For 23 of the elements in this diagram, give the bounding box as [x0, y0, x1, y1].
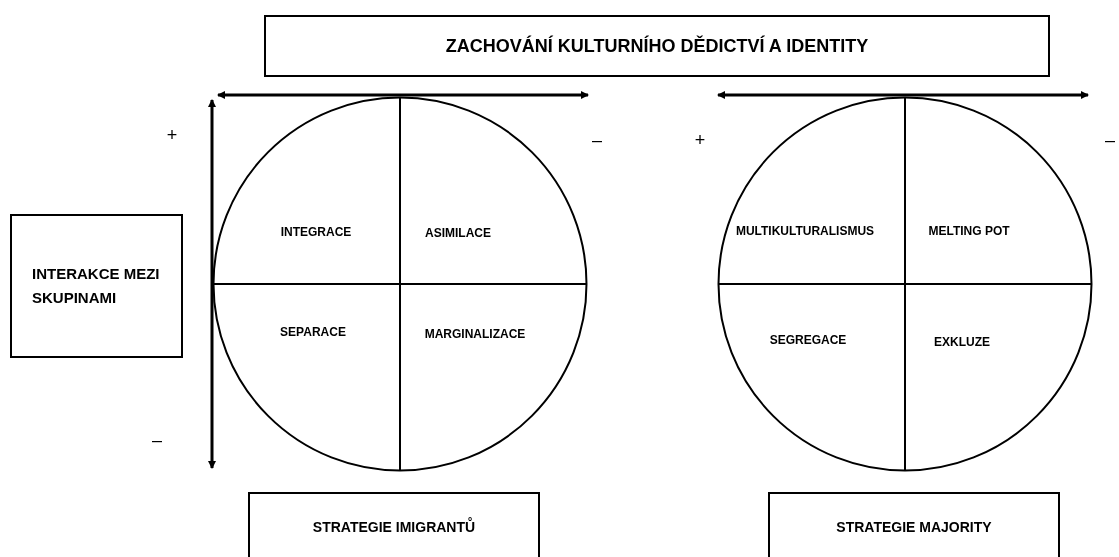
quadrant-label: ASIMILACE [425, 225, 491, 242]
text-box [10, 214, 183, 358]
text-box [768, 492, 1060, 557]
quadrant-label: MELTING POT [928, 223, 1010, 240]
text-box [264, 15, 1050, 77]
quadrant-label: SEGREGACE [769, 332, 847, 349]
sign-label: – [592, 128, 602, 152]
sign-label: + [166, 123, 178, 147]
box-label: STRATEGIE MAJORITY [836, 517, 992, 537]
quadrant-circle [717, 96, 1093, 472]
text-box [248, 492, 540, 557]
sign-label: + [694, 128, 706, 152]
box-label: INTERAKCE MEZI SKUPINAMI [32, 264, 161, 308]
sign-label: – [152, 428, 162, 452]
quadrant-label: MARGINALIZACE [424, 326, 526, 343]
box-label: STRATEGIE IMIGRANTŮ [312, 516, 476, 537]
quadrant-label: MULTIKULTURALISMUS [735, 223, 875, 240]
quadrant-label: SEPARACE [280, 324, 346, 341]
sign-label: – [1105, 128, 1115, 152]
box-label: ZACHOVÁNÍ KULTURNÍHO DĚDICTVÍ A IDENTITY [445, 34, 869, 58]
quadrant-circle [212, 96, 588, 472]
quadrant-label: INTEGRACE [280, 224, 352, 241]
quadrant-label: EXKLUZE [934, 334, 990, 351]
